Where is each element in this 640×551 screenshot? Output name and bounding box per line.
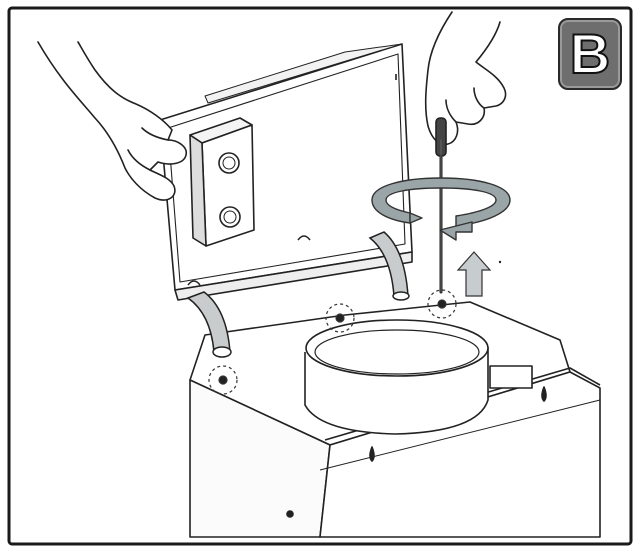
step-badge-letter: B — [569, 22, 611, 85]
figure-frame — [7, 6, 633, 546]
left-hand — [37, 41, 188, 201]
screw-hole-circle — [427, 289, 457, 319]
control-panel — [159, 43, 413, 301]
screw-hole-circle — [325, 303, 355, 333]
screw-hole-circle — [208, 365, 238, 395]
decor-dot — [498, 260, 502, 264]
up-arrow-icon — [456, 251, 492, 297]
screw-holes — [208, 289, 457, 395]
junction-box — [189, 117, 255, 247]
right-hand-screwdriver — [424, 11, 507, 294]
rotation-arrow-icon — [371, 177, 511, 241]
duct-collar — [304, 319, 489, 435]
hoses — [186, 231, 410, 358]
step-badge: B — [558, 18, 622, 90]
